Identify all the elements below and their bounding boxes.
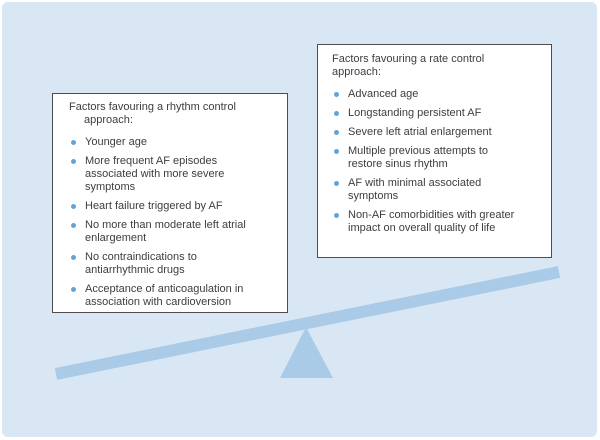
rhythm-box-title: Factors favouring a rhythm control appro… (69, 101, 236, 126)
bullet-icon (71, 159, 76, 164)
list-item-text: Acceptance of anticoagulation in associa… (85, 283, 244, 308)
rhythm-control-box: Factors favouring a rhythm control appro… (52, 93, 288, 313)
list-item: Multiple previous attempts to restore si… (332, 145, 543, 171)
list-item-text: Advanced age (348, 88, 419, 100)
fulcrum-triangle-icon (280, 327, 333, 378)
bullet-icon (334, 111, 339, 116)
list-item: More frequent AF episodes associated wit… (69, 155, 279, 194)
rate-factor-list: Advanced age Longstanding persistent AF … (332, 88, 543, 235)
list-item-text: More frequent AF episodes associated wit… (85, 155, 225, 193)
list-item: Heart failure triggered by AF (69, 200, 279, 213)
list-item-text: AF with minimal associated symptoms (348, 177, 482, 202)
list-item-text: Severe left atrial enlargement (348, 126, 492, 138)
list-item-text: No more than moderate left atrial enlarg… (85, 219, 246, 244)
bullet-icon (334, 92, 339, 97)
list-item: Severe left atrial enlargement (332, 126, 543, 139)
list-item: Non-AF comorbidities with greater impact… (332, 209, 543, 235)
list-item: Younger age (69, 136, 279, 149)
list-item-text: No contraindications to antiarrhythmic d… (85, 251, 197, 276)
list-item: AF with minimal associated symptoms (332, 177, 543, 203)
bullet-icon (334, 181, 339, 186)
bullet-icon (71, 140, 76, 145)
list-item-text: Multiple previous attempts to restore si… (348, 145, 489, 170)
bullet-icon (334, 130, 339, 135)
rhythm-factor-list: Younger age More frequent AF episodes as… (69, 136, 279, 309)
list-item-text: Heart failure triggered by AF (85, 200, 223, 212)
list-item: Acceptance of anticoagulation in associa… (69, 283, 279, 309)
list-item-text: Younger age (85, 136, 147, 148)
bullet-icon (71, 204, 76, 209)
list-item-text: Longstanding persistent AF (348, 107, 482, 119)
list-item: Advanced age (332, 88, 543, 101)
rate-control-box: Factors favouring a rate control approac… (317, 44, 552, 258)
bullet-icon (334, 213, 339, 218)
list-item: No contraindications to antiarrhythmic d… (69, 251, 279, 277)
bullet-icon (71, 223, 76, 228)
seesaw-beam (54, 266, 561, 380)
rate-box-title: Factors favouring a rate control approac… (332, 53, 485, 78)
list-item: Longstanding persistent AF (332, 107, 543, 120)
list-item: No more than moderate left atrial enlarg… (69, 219, 279, 245)
list-item-text: Non-AF comorbidities with greater impact… (348, 209, 515, 234)
bullet-icon (334, 149, 339, 154)
bullet-icon (71, 255, 76, 260)
bullet-icon (71, 287, 76, 292)
